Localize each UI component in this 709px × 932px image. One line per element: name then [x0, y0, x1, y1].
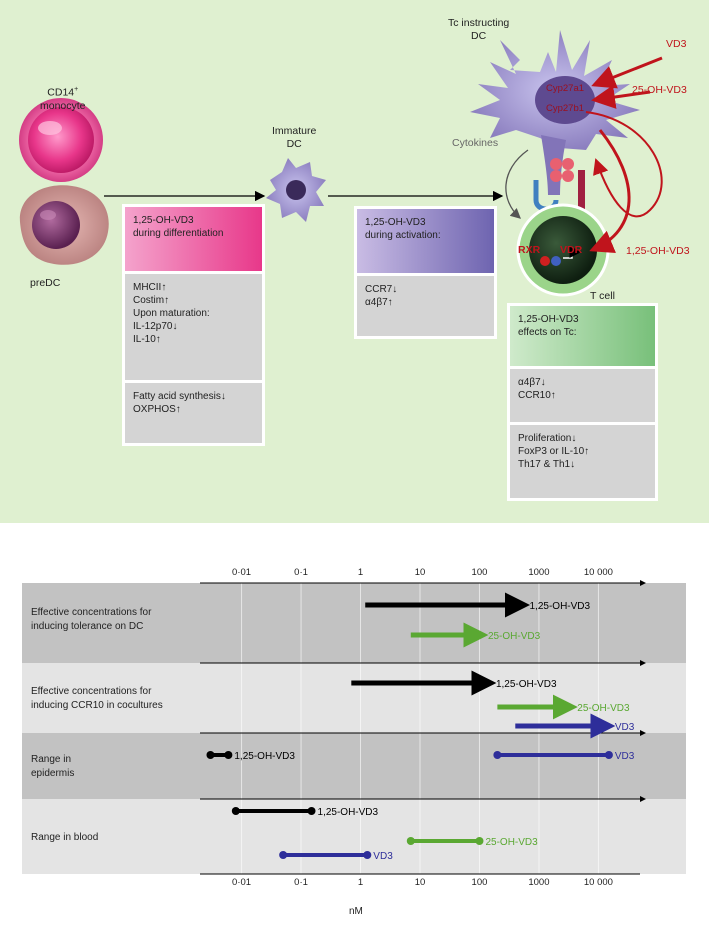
range-label: 25-OH-VD3	[577, 703, 630, 714]
differentiation-effects-box: 1,25-OH-VD3 during differentiation MHCII…	[122, 204, 265, 446]
tc-dc-label: Tc instructing DC	[448, 17, 510, 43]
box1-header: 1,25-OH-VD3 during differentiation	[125, 207, 262, 271]
arrow-feedback-loop	[585, 111, 663, 218]
box3-function: Proliferation↓ FoxP3 or IL-10↑ Th17 & Th…	[510, 425, 655, 498]
x-tick-label: 10	[414, 567, 426, 578]
x-tick-label: 10	[414, 877, 426, 888]
box2-header: 1,25-OH-VD3 during activation:	[357, 209, 494, 273]
activation-effects-box: 1,25-OH-VD3 during activation: CCR7↓ α4β…	[354, 206, 497, 339]
predc-cell	[19, 185, 109, 265]
range-endpoint	[363, 851, 372, 859]
box3-homing: α4β7↓ CCR10↑	[510, 369, 655, 422]
x-tick-label: 100	[471, 877, 488, 888]
range-endpoint	[279, 851, 288, 859]
axis-arrowhead	[640, 580, 646, 586]
x-tick-label: 1	[357, 567, 364, 578]
x-tick-label: 1000	[528, 877, 550, 888]
range-label: 1,25-OH-VD3	[234, 751, 295, 762]
immature-dc-label: Immature DC	[272, 125, 317, 151]
box2-homing: CCR7↓ α4β7↑	[357, 276, 494, 336]
range-endpoint	[604, 751, 613, 759]
axis-arrowhead	[640, 796, 646, 802]
cyp27b1-label: Cyp27b1	[546, 103, 585, 114]
range-endpoint	[475, 837, 484, 845]
range-endpoint	[231, 807, 240, 815]
arrow-cytokines	[505, 149, 529, 219]
monocyte-cell	[19, 98, 103, 182]
x-tick-label: 0·1	[294, 877, 308, 888]
x-tick-label: 1000	[528, 567, 550, 578]
box1-dc-markers: MHCII↑ Costim↑ Upon maturation: IL-12p70…	[125, 274, 262, 380]
concentration-chart-panel: Effective concentrations for inducing to…	[0, 548, 709, 932]
x-tick-label: 100	[471, 567, 488, 578]
row-label: Effective concentrations for inducing CC…	[31, 686, 163, 711]
row-label: Range in epidermis	[31, 754, 75, 779]
range-label: 1,25-OH-VD3	[318, 807, 379, 818]
range-label: VD3	[373, 851, 393, 862]
range-label: 25-OH-VD3	[488, 631, 541, 642]
monocyte-label: CD14+monocyte	[40, 86, 86, 112]
row-label: Effective concentrations for inducing to…	[31, 607, 152, 632]
row-blood: Range in blood	[22, 799, 686, 874]
box1-metabolism: Fatty acid synthesis↓ OXPHOS↑	[125, 383, 262, 443]
x-tick-label: 0·1	[294, 567, 308, 578]
range-label: 1,25-OH-VD3	[530, 601, 591, 612]
range-label: 25-OH-VD3	[485, 837, 538, 848]
x-tick-label: 10 000	[583, 877, 613, 888]
arrow-vd3-in	[591, 56, 663, 89]
vd3-label: VD3	[666, 38, 687, 50]
range-endpoint	[493, 751, 502, 759]
t-cell-label: T cell	[590, 290, 615, 302]
cyp27a1-label: Cyp27a1	[546, 83, 585, 94]
row-epidermis: Range in epidermis	[22, 733, 686, 799]
x-tick-label: 0·01	[232, 567, 252, 578]
arrow-25oh-in	[591, 85, 651, 109]
x-tick-label: 10 000	[583, 567, 613, 578]
range-label: VD3	[615, 751, 635, 762]
axis-arrowhead	[640, 660, 646, 666]
vdr-label: VDR	[560, 244, 583, 256]
x-axis-unit: nM	[349, 906, 363, 917]
tc-instructing-dc	[470, 30, 640, 212]
arrow-125oh-to-vdr	[589, 129, 631, 253]
x-tick-label: 0·01	[232, 877, 252, 888]
immature-dc-cell	[266, 158, 326, 222]
range-label: 1,25-OH-VD3	[496, 679, 557, 690]
25oh-vd3-label: 25-OH-VD3	[632, 84, 687, 96]
predc-label: preDC	[30, 277, 61, 289]
range-chart-svg: 1,25-OH-VD3 25-OH-VD3 1,25-OH-VD3 25-OH-VD3…	[200, 580, 646, 875]
range-endpoint	[307, 807, 316, 815]
rxr-label: RXR	[518, 244, 541, 256]
125oh-vd3-label: 1,25-OH-VD3	[626, 245, 690, 257]
range-endpoint	[224, 751, 233, 759]
range-endpoint	[406, 837, 415, 845]
range-endpoint	[206, 751, 215, 759]
tc-effects-box: 1,25-OH-VD3 effects on Tc: α4β7↓ CCR10↑ …	[507, 303, 658, 501]
cell-diagram-svg	[19, 30, 663, 297]
x-tick-label: 1	[357, 877, 364, 888]
row-label: Range in blood	[31, 832, 99, 843]
row-tolerance-dc: Effective concentrations for inducing to…	[22, 583, 686, 663]
cytokines-label: Cytokines	[452, 137, 499, 149]
cell-diagram-panel: CD14+monocyte preDC Immature DC Tc instr…	[0, 0, 709, 523]
range-label: VD3	[615, 722, 635, 733]
box3-header: 1,25-OH-VD3 effects on Tc:	[510, 306, 655, 366]
axis-arrowhead	[640, 730, 646, 736]
